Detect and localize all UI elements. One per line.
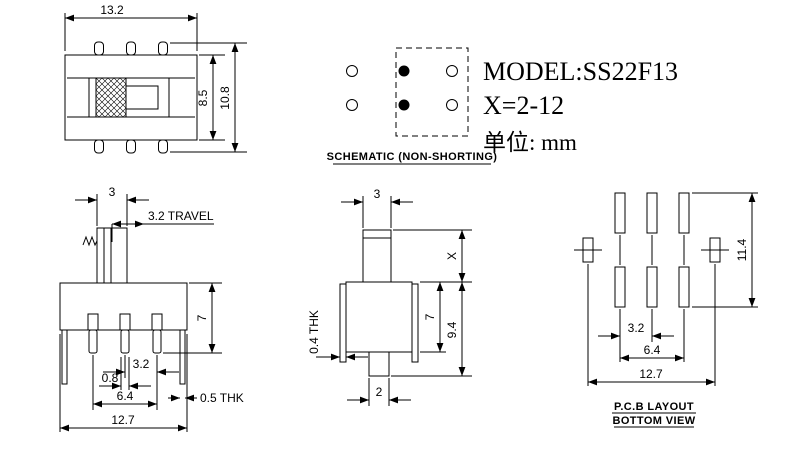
- top-view: 13.2 8.5 10.8: [64, 3, 247, 154]
- schematic-contacts: [346, 65, 458, 111]
- dim-pcb-overall-height: 11.4: [692, 192, 758, 308]
- dim-front-bracket-thickness-label: 0.5 THK: [200, 391, 244, 405]
- dim-side-overall-height-label: 9.4: [445, 321, 459, 338]
- dim-front-travel-label: 3.2 TRAVEL: [148, 209, 214, 223]
- front-view: 3 3.2 TRAVEL 7 3.2 0.8: [59, 185, 244, 432]
- dim-side-knob-height-label: X: [445, 252, 459, 260]
- top-view-body: [64, 54, 198, 141]
- schematic-dashed-box: [395, 47, 469, 137]
- dim-side-body-height: 7: [420, 282, 446, 353]
- dim-front-pin-width-label: 0.8: [102, 371, 119, 385]
- front-pins: [88, 329, 162, 354]
- dim-front-pin-span: 6.4: [92, 355, 157, 410]
- top-view-pins: [94, 41, 168, 154]
- dim-side-cover-thickness-label: 0.4 THK: [307, 310, 321, 354]
- dim-front-knob-width: 3: [75, 185, 149, 226]
- dim-front-pin-pitch: 3.2: [103, 355, 179, 410]
- pcb-caption-line2: BOTTOM VIEW: [612, 415, 695, 427]
- schematic-common-pole-2: [398, 99, 410, 111]
- dim-pcb-pad-pitch-label: 3.2: [628, 321, 645, 335]
- pcb-pads: [614, 192, 690, 308]
- dim-pcb-overall-width: 12.7: [587, 264, 716, 386]
- schematic-caption: SCHEMATIC (NON-SHORTING): [327, 151, 498, 163]
- side-center-pin: [368, 351, 390, 377]
- dim-pcb-pad-span: 6.4: [620, 309, 685, 362]
- dim-side-body-height-label: 7: [423, 313, 437, 320]
- dim-front-height-label: 7: [195, 314, 209, 321]
- dim-top-overall-height: 10.8: [170, 42, 247, 153]
- schematic-view: SCHEMATIC (NON-SHORTING): [327, 47, 498, 165]
- top-view-slider-block: [125, 85, 159, 110]
- dim-top-width-label: 13.2: [100, 3, 124, 17]
- dim-side-pin-width-label: 2: [376, 385, 383, 399]
- dim-top-width: 13.2: [64, 3, 198, 51]
- schematic-common-pole-1: [398, 65, 410, 77]
- dim-front-pin-width: 0.8: [99, 357, 151, 390]
- dim-pcb-overall-width-label: 12.7: [639, 367, 663, 381]
- dim-front-height: 7: [163, 282, 222, 354]
- top-view-slider-channel: [67, 77, 195, 118]
- dim-top-body-height-label: 8.5: [196, 89, 210, 106]
- model-number: MODEL:SS22F13: [483, 57, 678, 86]
- title-block: MODEL:SS22F13 X=2-12 单位: mm: [483, 57, 678, 155]
- dim-side-knob-height-x: X: [393, 229, 472, 283]
- pcb-caption-line1: P.C.B LAYOUT: [614, 401, 694, 413]
- dim-side-cover-thickness: 0.4 THK: [307, 310, 368, 361]
- front-knob-break-line: [82, 235, 98, 247]
- side-cover-tab-left: [339, 283, 347, 363]
- dim-pcb-overall-height-label: 11.4: [735, 238, 749, 261]
- front-bracket-left: [61, 329, 68, 385]
- side-cover-tab-right: [411, 283, 419, 363]
- dim-side-knob-width-label: 3: [374, 187, 381, 201]
- dim-top-overall-height-label: 10.8: [218, 86, 232, 110]
- side-body: [345, 281, 413, 353]
- side-view: 3 X 7 9.4 0.4 THK 2: [307, 187, 472, 406]
- dim-front-overall-width: 12.7: [59, 334, 188, 432]
- dim-side-pin-width: 2: [347, 378, 411, 406]
- pcb-side-pads: [574, 237, 729, 263]
- x-spec: X=2-12: [483, 91, 564, 120]
- pcb-layout-view: 11.4 3.2 6.4 12.7 P.C.B LAYOUT BOTTOM VI…: [574, 192, 758, 428]
- front-body: [59, 282, 188, 331]
- dim-front-pin-pitch-label: 3.2: [133, 357, 150, 371]
- dim-pcb-pad-span-label: 6.4: [644, 343, 661, 357]
- front-body-slots: [87, 313, 163, 331]
- dim-side-overall-height: 9.4: [391, 282, 472, 377]
- top-view-actuator-knob: [95, 77, 127, 118]
- dim-front-bracket-thickness: 0.5 THK: [168, 391, 244, 405]
- dim-top-body-height: 8.5: [196, 54, 225, 141]
- dim-side-knob-width: 3: [341, 187, 413, 228]
- dim-pcb-pad-pitch: 3.2: [598, 309, 674, 362]
- front-bracket-right: [179, 329, 186, 385]
- dim-front-pin-span-label: 6.4: [117, 389, 134, 403]
- unit-label: 单位: mm: [483, 130, 577, 155]
- dim-front-travel: 3.2 TRAVEL: [111, 209, 214, 242]
- dim-front-overall-width-label: 12.7: [111, 413, 135, 427]
- dim-front-knob-width-label: 3: [109, 185, 116, 199]
